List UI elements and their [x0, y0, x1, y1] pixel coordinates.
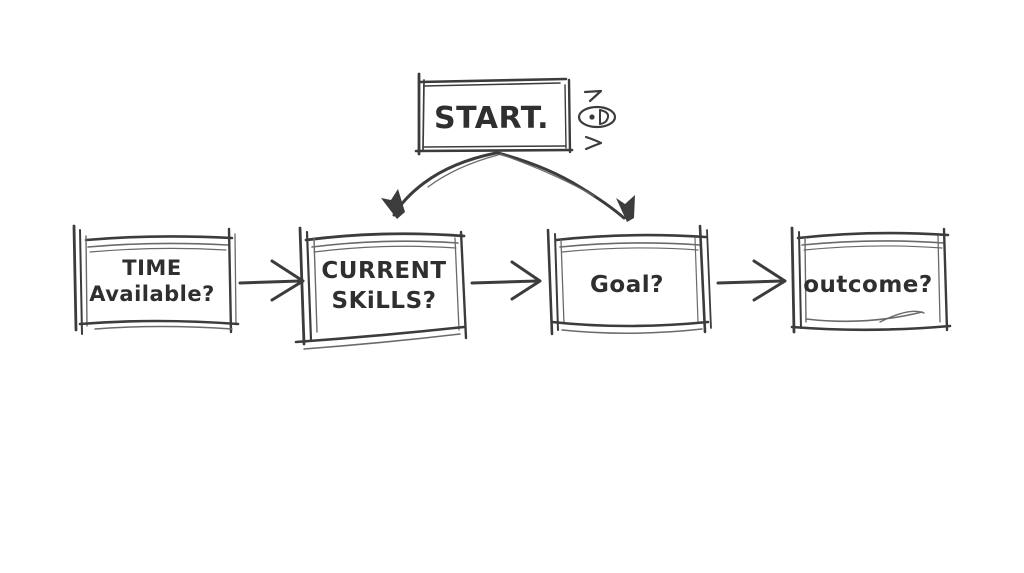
node-goal[interactable]: Goal?: [546, 224, 712, 336]
node-goal-label: Goal?: [590, 272, 664, 298]
node-start[interactable]: START.: [414, 72, 574, 156]
node-time-available-label-line2: Available?: [89, 282, 215, 306]
node-outcome-label: outcome?: [803, 272, 933, 298]
node-current-skills[interactable]: CURRENT SKiLLS?: [294, 226, 468, 350]
connector-skills-to-goal: [470, 260, 542, 301]
node-time-available-label-line1: TIME: [122, 256, 181, 280]
node-current-skills-label-line2: SKiLLS?: [332, 288, 437, 314]
connector-time-to-skills: [238, 259, 305, 302]
connector-start-to-goal: [496, 151, 635, 222]
connector-start-to-current-skills: [381, 151, 499, 219]
eye-doodle: [577, 89, 617, 151]
node-time-available[interactable]: TIME Available?: [72, 224, 240, 335]
node-outcome[interactable]: outcome?: [790, 226, 952, 334]
node-start-label: START.: [434, 101, 549, 136]
node-current-skills-label-line1: CURRENT: [321, 258, 446, 284]
connector-goal-to-outcome: [716, 259, 787, 302]
